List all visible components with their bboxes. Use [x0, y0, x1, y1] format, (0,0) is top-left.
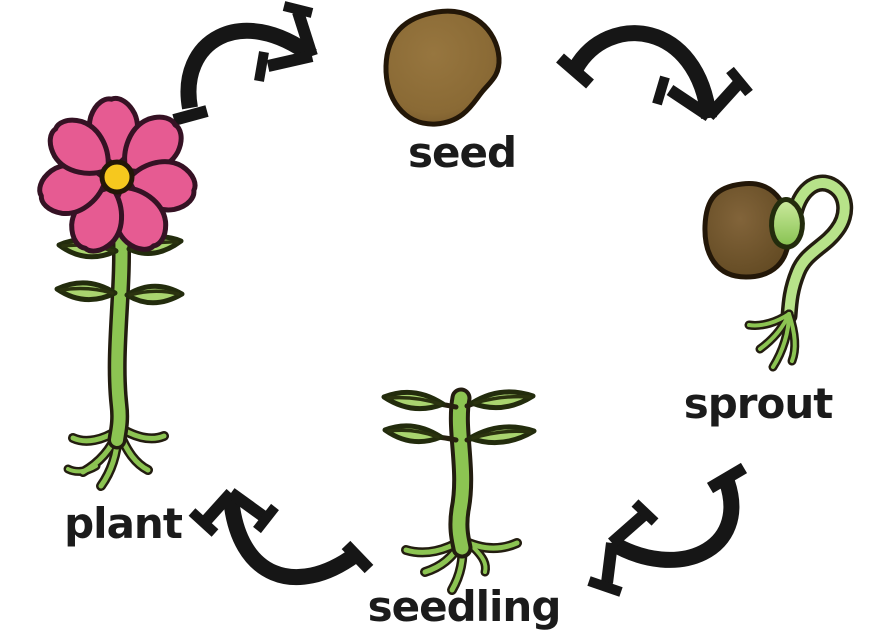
- flower-center: [99, 159, 135, 195]
- seedling-leaf-midrib: [387, 428, 440, 439]
- arrow-barb: [292, 10, 318, 58]
- arrow-barb: [704, 79, 743, 121]
- arrow-barb-serif: [652, 75, 670, 106]
- arrow-barb: [227, 488, 271, 524]
- seedling-root-fill: [472, 546, 488, 574]
- seedling-leaf-midrib: [473, 394, 531, 405]
- plant-illustration: [35, 97, 198, 491]
- arrow-arc: [180, 22, 317, 110]
- sprout-root-fill: [747, 312, 791, 328]
- stage-label-seed: seed: [407, 128, 517, 177]
- seed-illustration: [383, 8, 502, 127]
- sprout-cotyledon: [769, 197, 805, 250]
- arrow-barb-serif: [188, 508, 219, 537]
- seed-body: [383, 8, 502, 127]
- seedling-illustration: [381, 387, 537, 595]
- arrow-arc: [607, 479, 740, 568]
- arrow-barb: [199, 488, 236, 528]
- stage-label-seedling: seedling: [367, 582, 562, 631]
- arrow-barb: [266, 50, 314, 72]
- plant-flower: [35, 97, 198, 258]
- arrow-barb-serif: [253, 503, 279, 534]
- plant-leaf-midrib: [128, 289, 180, 297]
- seedling-leaf-midrib: [471, 429, 532, 440]
- arrow-seed-to-sprout: [556, 25, 753, 121]
- arrow-sprout-to-seedling: [587, 462, 748, 597]
- sprout-illustration: [702, 174, 854, 372]
- plant-stem: [111, 224, 128, 446]
- seedling-leaf-midrib: [386, 395, 442, 406]
- arrow-barb-serif: [726, 66, 753, 97]
- seedling-stem: [452, 391, 470, 555]
- sprout-stem: [784, 178, 850, 321]
- arrow-barb: [608, 509, 649, 548]
- arrow-barb-serif: [631, 499, 659, 526]
- arrow-barb-serif: [282, 1, 314, 18]
- arrow-barb-serif: [254, 51, 269, 82]
- plant-leaf-midrib: [59, 286, 114, 295]
- arrow-barb: [666, 85, 713, 121]
- plant-root-fill: [66, 464, 98, 474]
- arrow-plant-to-seed: [172, 1, 318, 126]
- arrow-tail-bar: [706, 462, 748, 494]
- sprout-roots: [744, 309, 800, 372]
- arrow-tail-bar: [172, 105, 209, 126]
- sprout-root-fill: [787, 312, 797, 363]
- arrow-arc: [223, 497, 360, 586]
- arrow-tail-bar: [341, 540, 374, 574]
- arrow-tail-bar: [556, 53, 594, 89]
- stage-label-sprout: sprout: [683, 379, 834, 428]
- arrow-arc: [569, 25, 717, 120]
- stage-label-plant: plant: [64, 499, 183, 548]
- arrow-seedling-to-plant: [188, 488, 374, 586]
- arrow-barb: [601, 542, 618, 584]
- arrow-barb-serif: [587, 576, 623, 597]
